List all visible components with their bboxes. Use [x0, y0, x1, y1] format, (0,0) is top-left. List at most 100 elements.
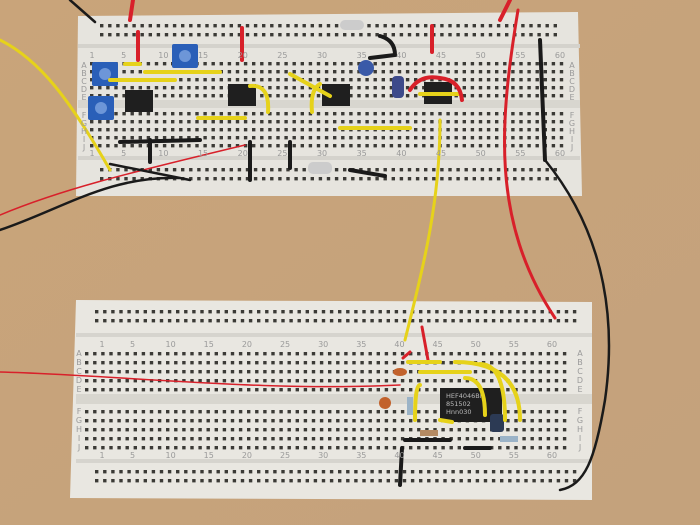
- breadboard-hole: [338, 479, 342, 483]
- breadboard-hole: [227, 62, 232, 66]
- breadboard-hole: [157, 437, 162, 441]
- breadboard-hole: [522, 361, 526, 365]
- breadboard-hole: [318, 177, 323, 181]
- breadboard-hole: [490, 370, 494, 374]
- breadboard-hole: [462, 120, 466, 124]
- breadboard-hole: [333, 136, 337, 140]
- breadboard-hole: [546, 388, 551, 392]
- breadboard-hole: [545, 177, 549, 181]
- breadboard-hole: [268, 136, 272, 140]
- breadboard-hole: [130, 86, 134, 90]
- breadboard-hole: [235, 78, 240, 82]
- breadboard-hole: [117, 446, 121, 450]
- row-letter: D: [76, 376, 82, 385]
- breadboard-hole: [300, 120, 304, 124]
- breadboard-hole: [235, 70, 240, 74]
- breadboard-hole: [198, 410, 202, 414]
- breadboard-hole: [164, 24, 169, 28]
- breadboard-hole: [101, 352, 105, 356]
- breadboard-hole: [141, 428, 146, 432]
- breadboard-hole: [164, 33, 169, 37]
- breadboard-hole: [341, 70, 345, 74]
- breadboard-hole: [425, 410, 429, 414]
- breadboard-hole: [511, 62, 515, 66]
- breadboard-hole: [114, 94, 118, 98]
- breadboard-hole: [85, 410, 89, 414]
- breadboard-hole: [197, 168, 201, 172]
- breadboard-hole: [346, 310, 350, 314]
- breadboard-hole: [400, 437, 405, 441]
- breadboard-hole: [530, 428, 534, 432]
- breadboard-hole: [381, 70, 385, 74]
- breadboard-hole: [284, 128, 288, 132]
- breadboard-hole: [328, 370, 332, 374]
- row-letter: A: [569, 61, 575, 70]
- breadboard-hole: [308, 70, 313, 74]
- trimmer-potentiometer: [88, 96, 114, 120]
- breadboard-hole: [156, 24, 161, 28]
- breadboard-hole: [478, 128, 483, 132]
- breadboard-hole: [462, 94, 466, 98]
- breadboard-hole: [279, 428, 283, 432]
- breadboard-hole: [402, 310, 407, 314]
- row-letter: E: [76, 385, 81, 394]
- breadboard-hole: [103, 319, 107, 323]
- breadboard-hole: [219, 86, 223, 90]
- breadboard-hole: [449, 446, 453, 450]
- breadboard-hole: [133, 410, 137, 414]
- breadboard-hole: [292, 136, 296, 140]
- breadboard-hole: [252, 70, 256, 74]
- breadboard-hole: [538, 437, 542, 441]
- breadboard-hole: [167, 310, 172, 314]
- breadboard-hole: [326, 33, 331, 37]
- breadboard-hole: [389, 62, 394, 66]
- breadboard-hole: [227, 120, 232, 124]
- breadboard-hole: [292, 70, 296, 74]
- breadboard-hole: [446, 62, 450, 66]
- breadboard-hole: [376, 361, 380, 365]
- breadboard-hole: [344, 370, 348, 374]
- breadboard-hole: [316, 128, 321, 132]
- breadboard-hole: [211, 86, 215, 90]
- breadboard-hole: [495, 62, 499, 66]
- breadboard-hole: [313, 310, 318, 314]
- breadboard-hole: [98, 136, 102, 140]
- breadboard-hole: [399, 177, 404, 181]
- breadboard-hole: [106, 136, 110, 140]
- breadboard-hole: [508, 479, 512, 483]
- breadboard-hole: [171, 112, 175, 116]
- breadboard-hole: [141, 379, 146, 383]
- breadboard-hole: [511, 144, 515, 148]
- row-letter: F: [82, 111, 87, 120]
- breadboard-hole: [198, 446, 202, 450]
- breadboard-hole: [456, 168, 460, 172]
- breadboard-hole: [514, 419, 518, 423]
- breadboard-hole: [548, 319, 552, 323]
- row-letter: F: [77, 407, 82, 416]
- breadboard-hole: [230, 352, 235, 356]
- breadboard-hole: [313, 319, 318, 323]
- breadboard-hole: [407, 33, 412, 37]
- breadboard-hole: [425, 428, 429, 432]
- breadboard-hole: [496, 168, 501, 172]
- breadboard-hole: [365, 112, 369, 116]
- breadboard-hole: [344, 388, 348, 392]
- row-letter: I: [83, 135, 85, 144]
- breadboard-hole: [559, 86, 564, 90]
- breadboard-hole: [146, 112, 151, 116]
- breadboard-hole: [368, 361, 372, 365]
- breadboard-hole: [352, 352, 356, 356]
- breadboard-hole: [222, 352, 227, 356]
- breadboard-hole: [503, 86, 507, 90]
- breadboard-hole: [341, 78, 345, 82]
- breadboard-hole: [116, 168, 120, 172]
- breadboard-hole: [157, 370, 162, 374]
- breadboard-hole: [176, 310, 180, 314]
- breadboard-hole: [336, 361, 340, 365]
- breadboard-hole: [324, 128, 329, 132]
- breadboard-hole: [559, 94, 564, 98]
- breadboard-hole: [449, 428, 453, 432]
- breadboard-hole: [508, 470, 512, 474]
- breadboard-hole: [365, 136, 369, 140]
